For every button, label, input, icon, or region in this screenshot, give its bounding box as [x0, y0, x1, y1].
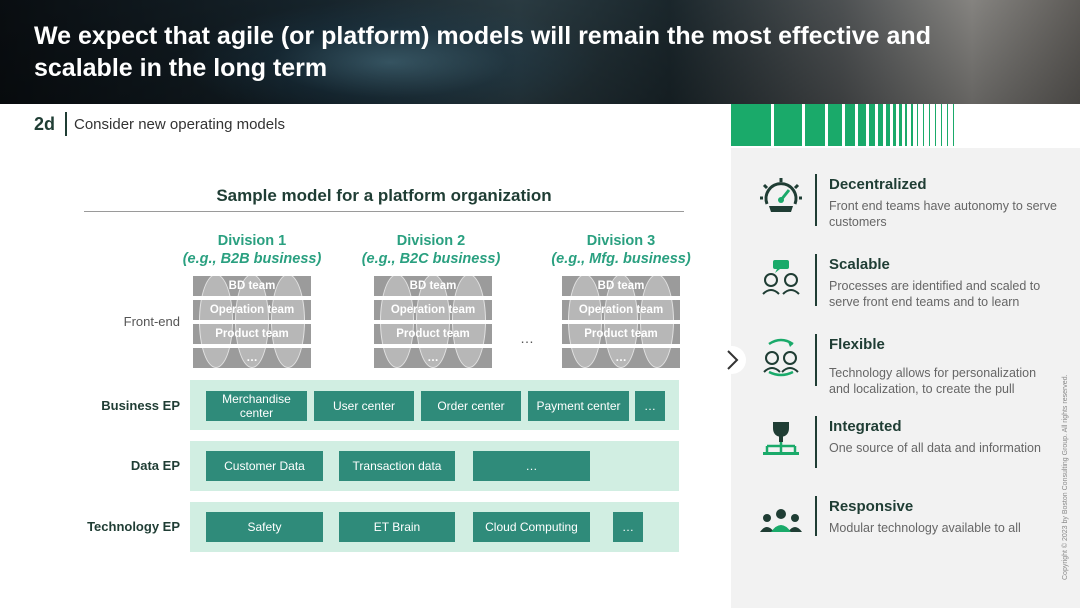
feature-description: Modular technology available to all [829, 521, 1021, 535]
people-cycle-icon [759, 334, 803, 378]
layer-box: Payment center [528, 391, 629, 421]
slide-title: We expect that agile (or platform) model… [34, 22, 931, 82]
layer-box: Merchandise center [206, 391, 307, 421]
feature-description: One source of all data and information [829, 441, 1041, 455]
gear-gauge-icon [759, 174, 803, 218]
feature-description: Front end teams have autonomy to serve c… [829, 199, 1057, 229]
header-background-glow [180, 0, 600, 104]
feature-divider [815, 496, 817, 536]
feature-title: Responsive [829, 498, 914, 515]
layer-box: ET Brain [339, 512, 455, 542]
feature-divider [815, 334, 817, 386]
feature-divider [815, 174, 817, 226]
more-divisions-ellipsis: … [520, 330, 534, 346]
trophy-org-icon [759, 416, 803, 460]
layer-box: Order center [421, 391, 521, 421]
decorative-stripes [731, 104, 961, 146]
section-divider [65, 112, 67, 136]
division-1-team-stack: BD team Operation team Product team … [193, 274, 311, 368]
team-overlay-ellipse [452, 274, 486, 368]
feature-divider [815, 254, 817, 306]
front-end-label: Front-end [123, 314, 180, 329]
division-3-header: Division 3 (e.g., Mfg. business) [531, 232, 711, 268]
feature-integrated: Integrated One source of all data and in… [731, 416, 1080, 486]
feature-title: Decentralized [829, 176, 927, 193]
feature-title: Scalable [829, 256, 890, 273]
team-overlay-ellipse [416, 274, 450, 368]
team-icon [759, 496, 803, 540]
technology-ep-label: Technology EP [87, 519, 180, 534]
features-panel: Decentralized Front end teams have auton… [731, 148, 1080, 608]
team-overlay-ellipse [568, 274, 602, 368]
feature-description: Processes are identified and scaled to s… [829, 279, 1041, 309]
layer-box: … [613, 512, 643, 542]
layer-box: Customer Data [206, 451, 323, 481]
layer-box: User center [314, 391, 414, 421]
division-2-header: Division 2 (e.g., B2C business) [341, 232, 521, 268]
header-banner: We expect that agile (or platform) model… [0, 0, 1080, 104]
team-overlay-ellipse [640, 274, 674, 368]
feature-responsive: Responsive Modular technology available … [731, 496, 1080, 566]
feature-title: Flexible [829, 336, 885, 353]
layer-box: … [473, 451, 590, 481]
diagram-title: Sample model for a platform organization [216, 186, 552, 205]
copyright-notice: Copyright © 2023 by Boston Consulting Gr… [1062, 374, 1069, 580]
section-number: 2d [34, 114, 56, 134]
business-ep-label: Business EP [101, 398, 180, 413]
layer-box: Transaction data [339, 451, 455, 481]
team-overlay-ellipse [271, 274, 305, 368]
division-example: (e.g., Mfg. business) [551, 251, 691, 267]
division-name: Division 3 [586, 233, 656, 249]
division-example: (e.g., B2B business) [182, 251, 322, 267]
team-overlay-ellipse [380, 274, 414, 368]
feature-scalable: Scalable Processes are identified and sc… [731, 254, 1080, 324]
team-overlay-ellipse [604, 274, 638, 368]
header-background-shade [0, 0, 1080, 104]
feature-description: Technology allows for personalization an… [829, 366, 1037, 396]
division-name: Division 1 [217, 233, 287, 249]
division-1-header: Division 1 (e.g., B2B business) [162, 232, 342, 268]
section-title: Consider new operating models [74, 116, 285, 133]
team-overlay-ellipse [199, 274, 233, 368]
division-2-team-stack: BD team Operation team Product team … [374, 274, 492, 368]
feature-divider [815, 416, 817, 468]
team-overlay-ellipse [235, 274, 269, 368]
data-ep-label: Data EP [130, 458, 180, 473]
feature-decentralized: Decentralized Front end teams have auton… [731, 174, 1080, 244]
division-name: Division 2 [396, 233, 466, 249]
people-exchange-icon [759, 254, 803, 298]
layer-box: Safety [206, 512, 323, 542]
diagram-title-rule [84, 211, 684, 212]
feature-title: Integrated [829, 418, 902, 435]
feature-flexible: Flexible Technology allows for personali… [731, 334, 1080, 404]
division-3-team-stack: BD team Operation team Product team … [562, 274, 680, 368]
layer-box: … [635, 391, 665, 421]
next-arrow-button[interactable] [718, 346, 746, 374]
division-example: (e.g., B2C business) [361, 251, 501, 267]
chevron-right-icon [727, 350, 739, 370]
layer-box: Cloud Computing [473, 512, 590, 542]
